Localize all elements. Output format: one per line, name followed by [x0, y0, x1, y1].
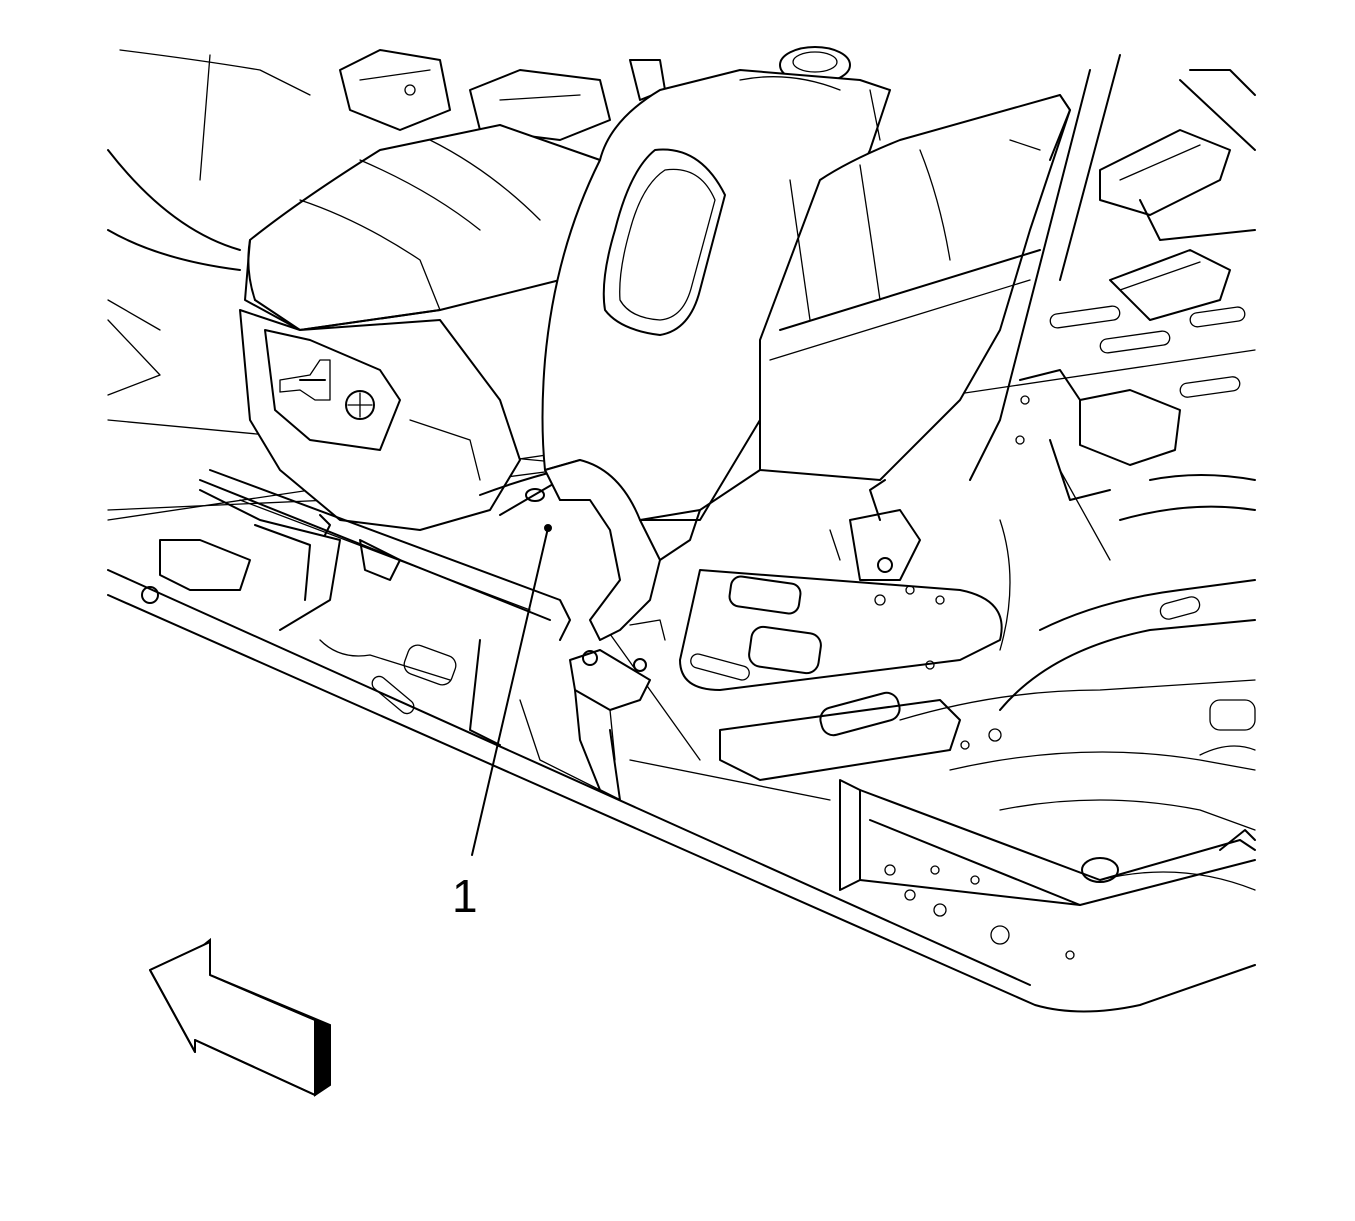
- passenger-area: [999, 69, 1256, 651]
- seat-assembly: [199, 46, 1121, 801]
- callout-1: 1: [452, 524, 552, 922]
- callout-leader-line: [471, 527, 549, 856]
- rear-floor: [839, 579, 1256, 960]
- center-floor: [599, 479, 1003, 801]
- front-direction-arrow-icon: [149, 937, 331, 1097]
- callout-label: 1: [452, 870, 478, 922]
